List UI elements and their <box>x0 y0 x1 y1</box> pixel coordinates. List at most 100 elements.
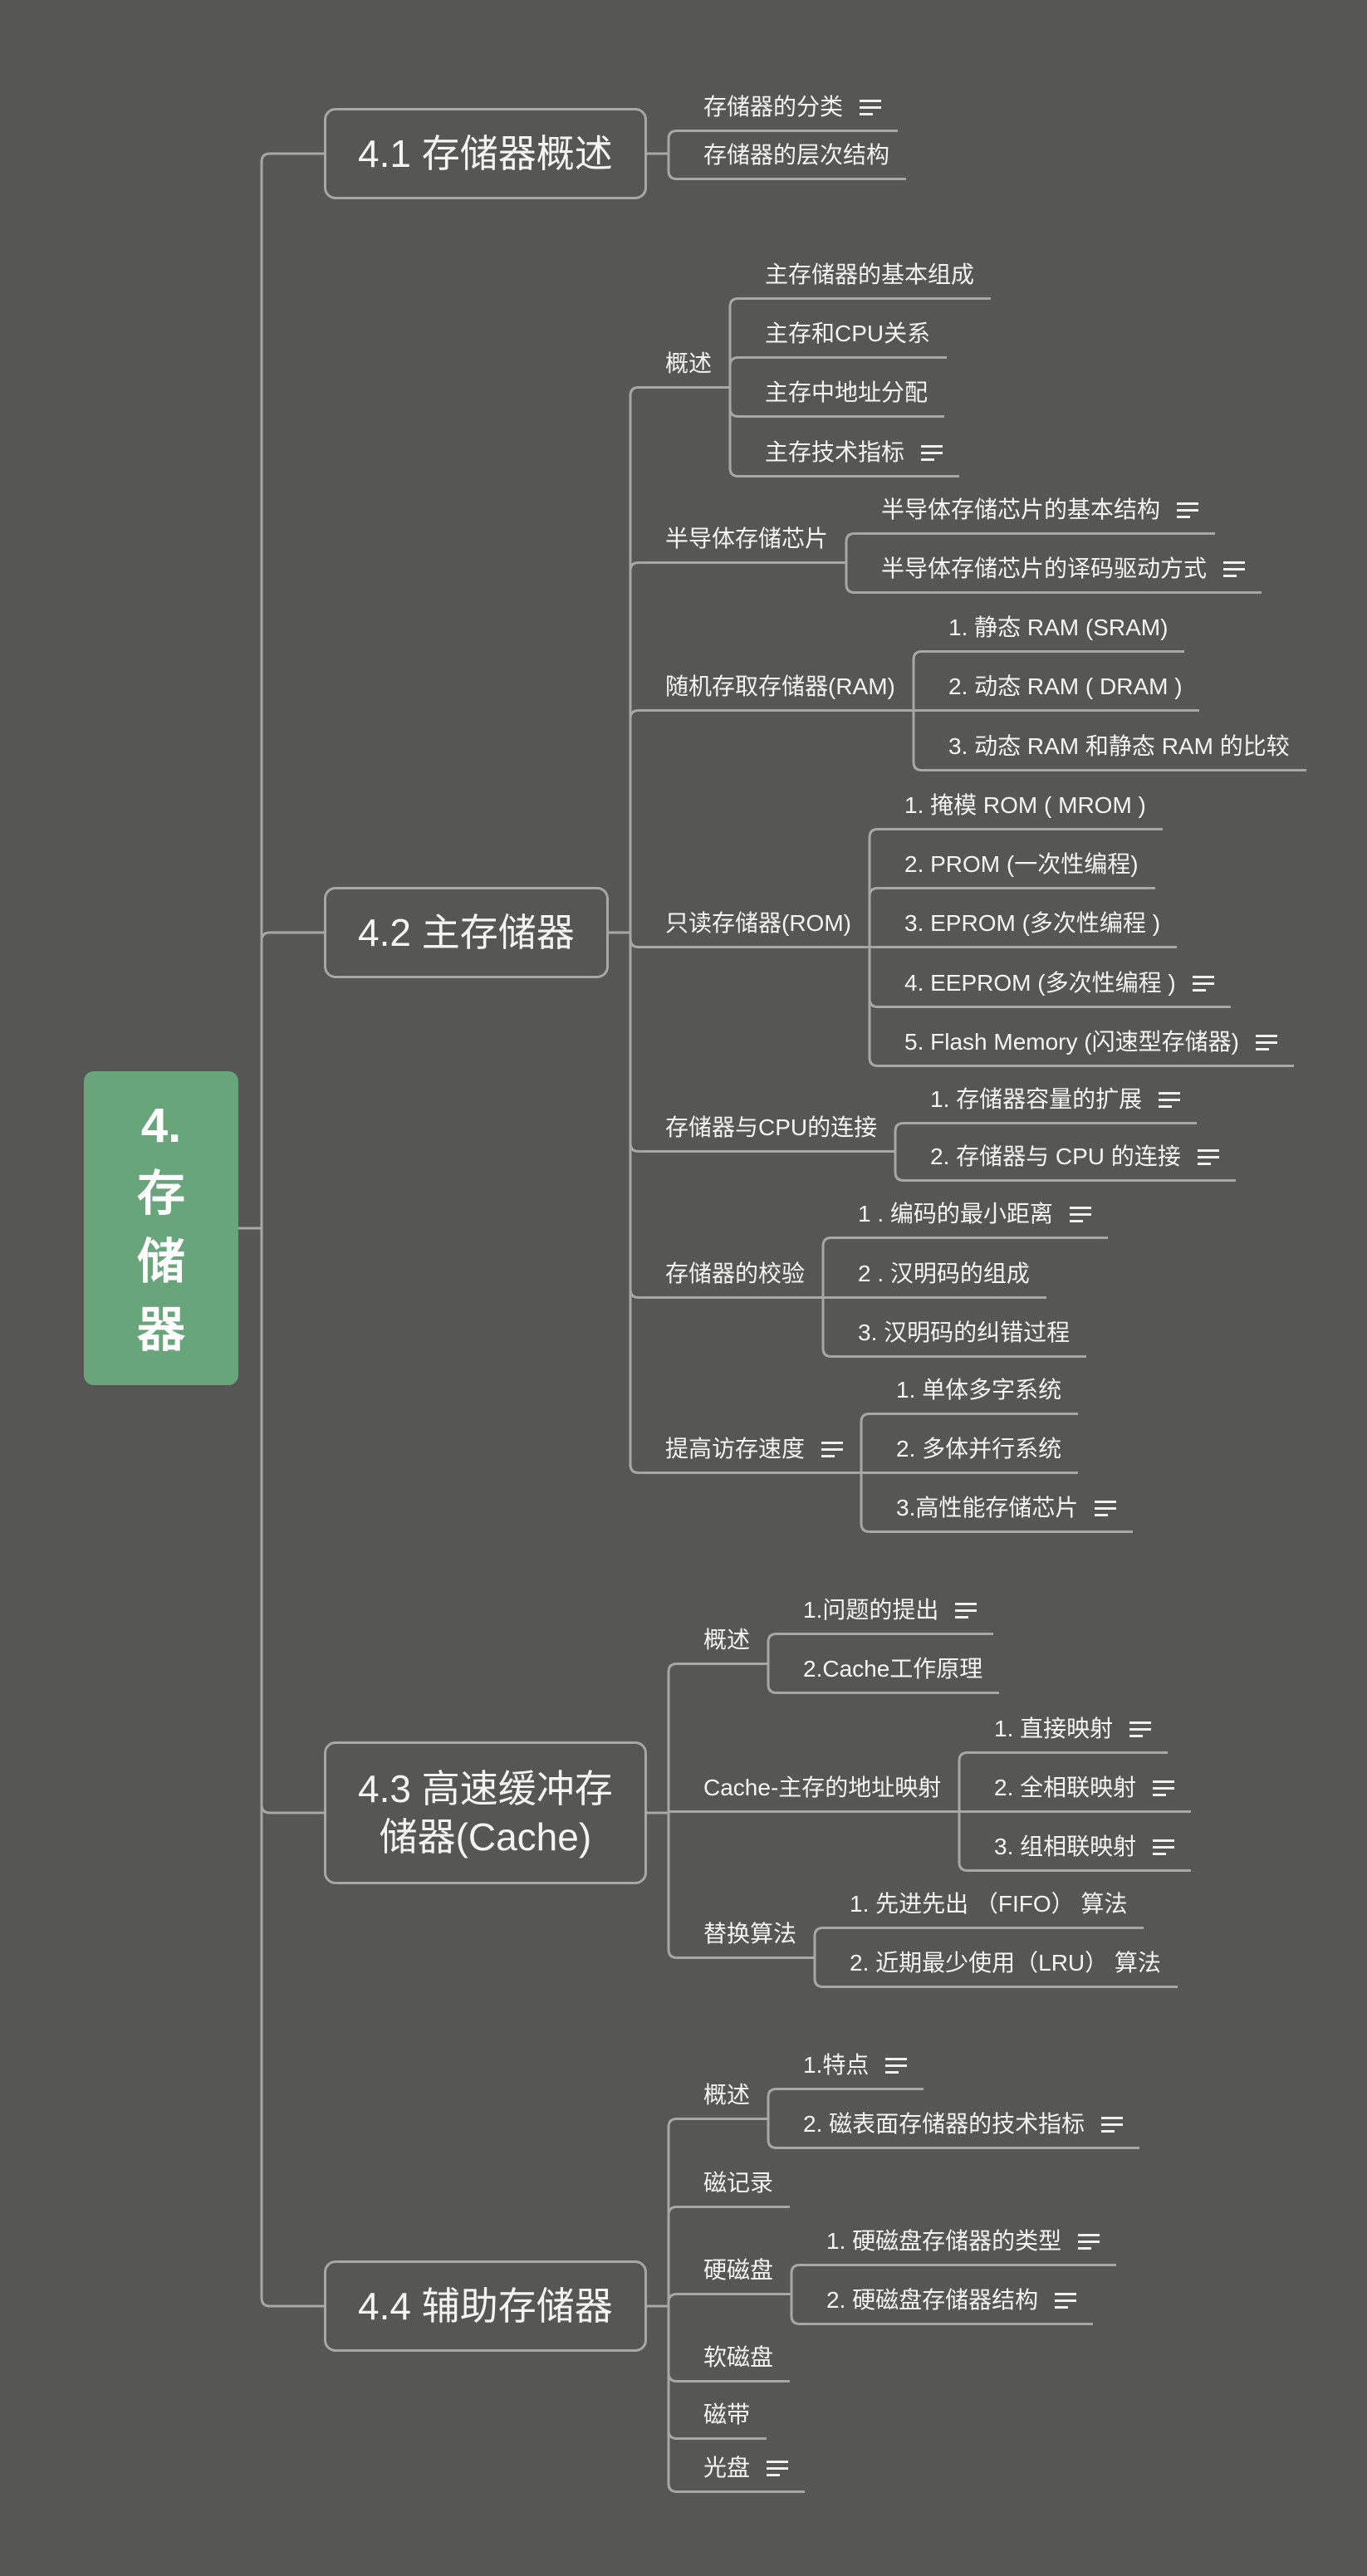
subtopic[interactable]: 3. 组相联映射 <box>968 1829 1192 1872</box>
subtopic-label: 概述 <box>703 1627 751 1653</box>
subtopic-label: 1. 先进先出 （FIFO） 算法 <box>850 1891 1128 1917</box>
note-icon[interactable] <box>1223 551 1246 587</box>
subtopic[interactable]: 2.Cache工作原理 <box>777 1651 1000 1694</box>
subtopic[interactable]: 硬磁盘 <box>677 2252 791 2295</box>
note-icon[interactable] <box>1069 1196 1091 1232</box>
subtopic[interactable]: 5. Flash Memory (闪速型存储器) <box>878 1024 1294 1067</box>
note-icon[interactable] <box>885 2047 908 2084</box>
topic-4-2[interactable]: 4.2 主存储器 <box>324 887 609 978</box>
subtopic[interactable]: 主存和CPU关系 <box>738 316 948 359</box>
connector-line <box>647 130 678 155</box>
subtopic[interactable]: 半导体存储芯片的译码驱动方式 <box>855 551 1262 594</box>
subtopic[interactable]: 1. 静态 RAM (SRAM) <box>922 610 1185 653</box>
topic-title: 4.2 主存储器 <box>358 911 575 954</box>
note-icon[interactable] <box>1153 1829 1175 1865</box>
subtopic-label: 随机存取存储器(RAM) <box>665 673 895 699</box>
note-icon[interactable] <box>1255 1024 1277 1060</box>
subtopic[interactable]: 概述 <box>639 345 729 389</box>
subtopic-label: 3. 汉明码的纠错过程 <box>858 1320 1071 1345</box>
subtopic[interactable]: 2. 全相联映射 <box>968 1770 1192 1813</box>
subtopic[interactable]: 1.特点 <box>777 2047 924 2090</box>
subtopic[interactable]: 2. 硬磁盘存储器结构 <box>800 2282 1094 2325</box>
note-icon[interactable] <box>1078 2223 1100 2260</box>
subtopic[interactable]: 主存储器的基本组成 <box>738 257 992 300</box>
subtopic[interactable]: 磁记录 <box>677 2165 791 2208</box>
subtopic[interactable]: 存储器的分类 <box>677 89 899 132</box>
connector-line <box>894 1122 904 1153</box>
subtopic[interactable]: 2. 动态 RAM ( DRAM ) <box>922 668 1199 712</box>
connector-line <box>868 887 879 948</box>
connector-line <box>845 561 855 594</box>
subtopic-label: 5. Flash Memory (闪速型存储器) <box>904 1029 1239 1055</box>
subtopic[interactable]: 1. 硬磁盘存储器的类型 <box>800 2223 1117 2266</box>
note-icon[interactable] <box>1153 1770 1175 1806</box>
note-icon[interactable] <box>767 2450 789 2486</box>
subtopic[interactable]: 3.高性能存储芯片 <box>870 1490 1134 1533</box>
subtopic[interactable]: 3. 动态 RAM 和静态 RAM 的比较 <box>922 728 1306 771</box>
connector-line <box>238 1227 324 1814</box>
subtopic[interactable]: 主存中地址分配 <box>738 375 945 418</box>
note-icon[interactable] <box>1192 965 1214 1002</box>
subtopic[interactable]: 2. PROM (一次性编程) <box>878 846 1155 889</box>
subtopic-label: 1.特点 <box>803 2052 870 2078</box>
root-topic[interactable]: 4. 存 储 器 <box>84 1071 238 1385</box>
subtopic[interactable]: 1. 先进先出 （FIFO） 算法 <box>823 1886 1144 1929</box>
connector-line <box>868 946 879 1067</box>
subtopic[interactable]: 随机存取存储器(RAM) <box>639 668 912 712</box>
subtopic-label: 3. 动态 RAM 和静态 RAM 的比较 <box>948 733 1290 759</box>
topic-title: 4.1 存储器概述 <box>358 132 613 175</box>
note-icon[interactable] <box>1177 492 1199 528</box>
note-icon[interactable] <box>860 89 882 125</box>
subtopic-label: 2. 多体并行系统 <box>896 1436 1062 1462</box>
subtopic[interactable]: 半导体存储芯片 <box>639 521 845 564</box>
subtopic[interactable]: 光盘 <box>677 2450 806 2493</box>
subtopic[interactable]: 1. 存储器容量的扩展 <box>904 1081 1198 1124</box>
subtopic[interactable]: 1. 直接映射 <box>968 1711 1169 1754</box>
subtopic[interactable]: 存储器的校验 <box>639 1256 822 1299</box>
topic-4-3[interactable]: 4.3 高速缓冲存 储器(Cache) <box>324 1741 647 1884</box>
note-icon[interactable] <box>821 1431 844 1467</box>
subtopic[interactable]: 存储器的层次结构 <box>677 137 907 180</box>
note-icon[interactable] <box>1095 1490 1117 1526</box>
note-icon[interactable] <box>1129 1711 1152 1747</box>
subtopic[interactable]: 替换算法 <box>677 1916 814 1959</box>
subtopic-label: 存储器与CPU的连接 <box>665 1114 878 1140</box>
subtopic-label: 存储器的分类 <box>703 94 844 120</box>
topic-4-1[interactable]: 4.1 存储器概述 <box>324 108 647 199</box>
note-icon[interactable] <box>1055 2282 1077 2319</box>
subtopic[interactable]: 2. 磁表面存储器的技术指标 <box>777 2106 1140 2149</box>
subtopic[interactable]: 4. EEPROM (多次性编程 ) <box>878 965 1231 1008</box>
subtopic[interactable]: Cache-主存的地址映射 <box>677 1770 958 1813</box>
subtopic[interactable]: 概述 <box>677 1622 767 1665</box>
subtopic[interactable]: 主存技术指标 <box>738 434 960 477</box>
subtopic[interactable]: 1. 单体多字系统 <box>870 1372 1079 1415</box>
subtopic[interactable]: 2. 存储器与 CPU 的连接 <box>904 1139 1236 1182</box>
subtopic[interactable]: 磁带 <box>677 2397 767 2440</box>
subtopic[interactable]: 1.问题的提出 <box>777 1592 994 1635</box>
subtopic-label: 2. 存储器与 CPU 的连接 <box>930 1144 1181 1169</box>
subtopic[interactable]: 1 . 编码的最小距离 <box>831 1196 1108 1239</box>
subtopic[interactable]: 存储器与CPU的连接 <box>639 1109 894 1153</box>
subtopic-label: 软磁盘 <box>703 2344 774 2370</box>
subtopic[interactable]: 提高访存速度 <box>639 1431 860 1474</box>
subtopic[interactable]: 只读存储器(ROM) <box>639 905 868 948</box>
subtopic[interactable]: 2. 多体并行系统 <box>870 1431 1079 1474</box>
subtopic[interactable]: 3. EPROM (多次性编程 ) <box>878 905 1178 948</box>
subtopic[interactable]: 半导体存储芯片的基本结构 <box>855 492 1216 535</box>
subtopic[interactable]: 软磁盘 <box>677 2339 791 2383</box>
connector-line <box>912 650 923 712</box>
connector-line <box>958 1751 968 1813</box>
subtopic[interactable]: 概述 <box>677 2077 767 2120</box>
subtopic[interactable]: 2 . 汉明码的组成 <box>831 1256 1046 1299</box>
note-icon[interactable] <box>1101 2106 1124 2143</box>
note-icon[interactable] <box>955 1592 977 1628</box>
connector-line <box>609 709 639 934</box>
topic-4-4[interactable]: 4.4 辅助存储器 <box>324 2260 647 2352</box>
note-icon[interactable] <box>1159 1081 1181 1118</box>
subtopic[interactable]: 1. 掩模 ROM ( MROM ) <box>878 787 1163 830</box>
subtopic[interactable]: 2. 近期最少使用（LRU） 算法 <box>823 1945 1178 1988</box>
note-icon[interactable] <box>1197 1139 1219 1175</box>
note-icon[interactable] <box>921 434 943 471</box>
connector-line <box>767 1663 777 1694</box>
subtopic[interactable]: 3. 汉明码的纠错过程 <box>831 1315 1087 1358</box>
